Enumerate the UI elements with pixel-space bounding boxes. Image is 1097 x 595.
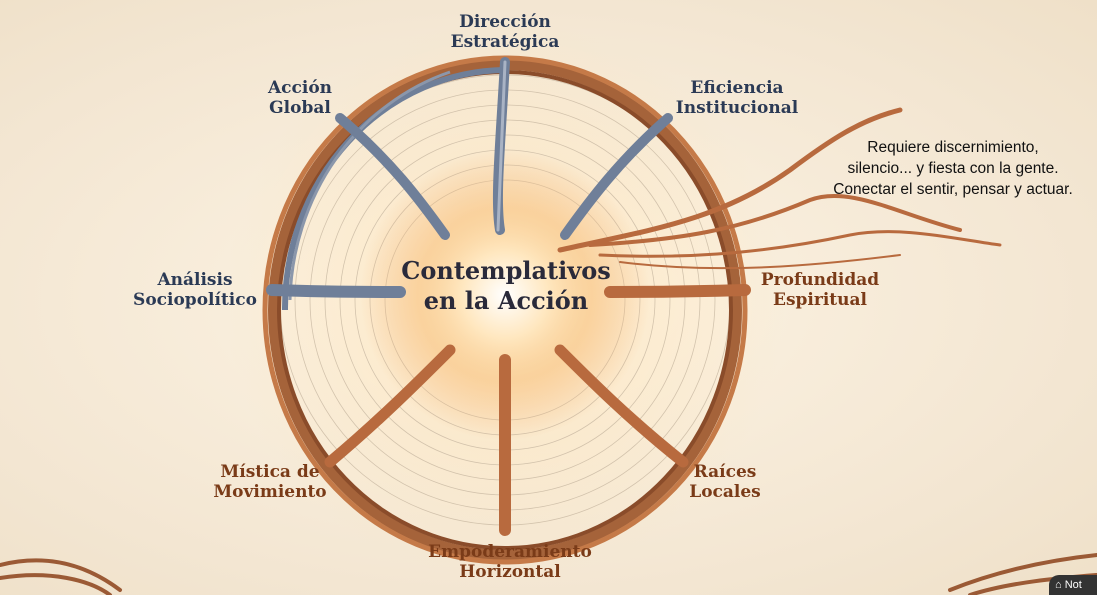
label-line-2: Horizontal (425, 562, 595, 582)
label-line-1: Dirección (440, 12, 570, 32)
notebook-icon: ⌂ (1055, 579, 1065, 591)
label-line-1: Empoderamiento (425, 542, 595, 562)
label-empoderamiento-horizontal: Empoderamiento Horizontal (425, 542, 595, 582)
label-line-1: Acción (255, 78, 345, 98)
label-direccion-estrategica: Dirección Estratégica (440, 12, 570, 52)
label-profundidad-espiritual: Profundidad Espiritual (755, 270, 885, 310)
label-eficiencia-institucional: Eficiencia Institucional (672, 78, 802, 118)
label-line-2: Sociopolítico (130, 290, 260, 310)
label-line-1: Análisis (130, 270, 260, 290)
annotation-note: Requiere discernimiento, silencio... y f… (812, 137, 1094, 200)
center-title-line-2: en la Acción (386, 286, 626, 316)
label-line-1: Eficiencia (672, 78, 802, 98)
label-line-1: Mística de (205, 462, 335, 482)
note-line-2: silencio... y fiesta con la gente. (812, 158, 1094, 179)
label-mistica-de-movimiento: Mística de Movimiento (205, 462, 335, 502)
label-line-1: Raíces (680, 462, 770, 482)
center-title: Contemplativos en la Acción (386, 256, 626, 316)
label-analisis-sociopolitico: Análisis Sociopolítico (130, 270, 260, 310)
label-accion-global: Acción Global (255, 78, 345, 118)
label-line-1: Profundidad (755, 270, 885, 290)
label-line-2: Institucional (672, 98, 802, 118)
label-line-2: Estratégica (440, 32, 570, 52)
note-line-1: Requiere discernimiento, (812, 137, 1094, 158)
label-line-2: Global (255, 98, 345, 118)
corner-badge[interactable]: ⌂ Not (1049, 575, 1097, 595)
badge-label: Not (1065, 579, 1082, 591)
label-raices-locales: Raíces Locales (680, 462, 770, 502)
note-line-3: Conectar el sentir, pensar y actuar. (812, 179, 1094, 200)
label-line-2: Movimiento (205, 482, 335, 502)
center-title-line-1: Contemplativos (386, 256, 626, 286)
label-line-2: Espiritual (755, 290, 885, 310)
label-line-2: Locales (680, 482, 770, 502)
